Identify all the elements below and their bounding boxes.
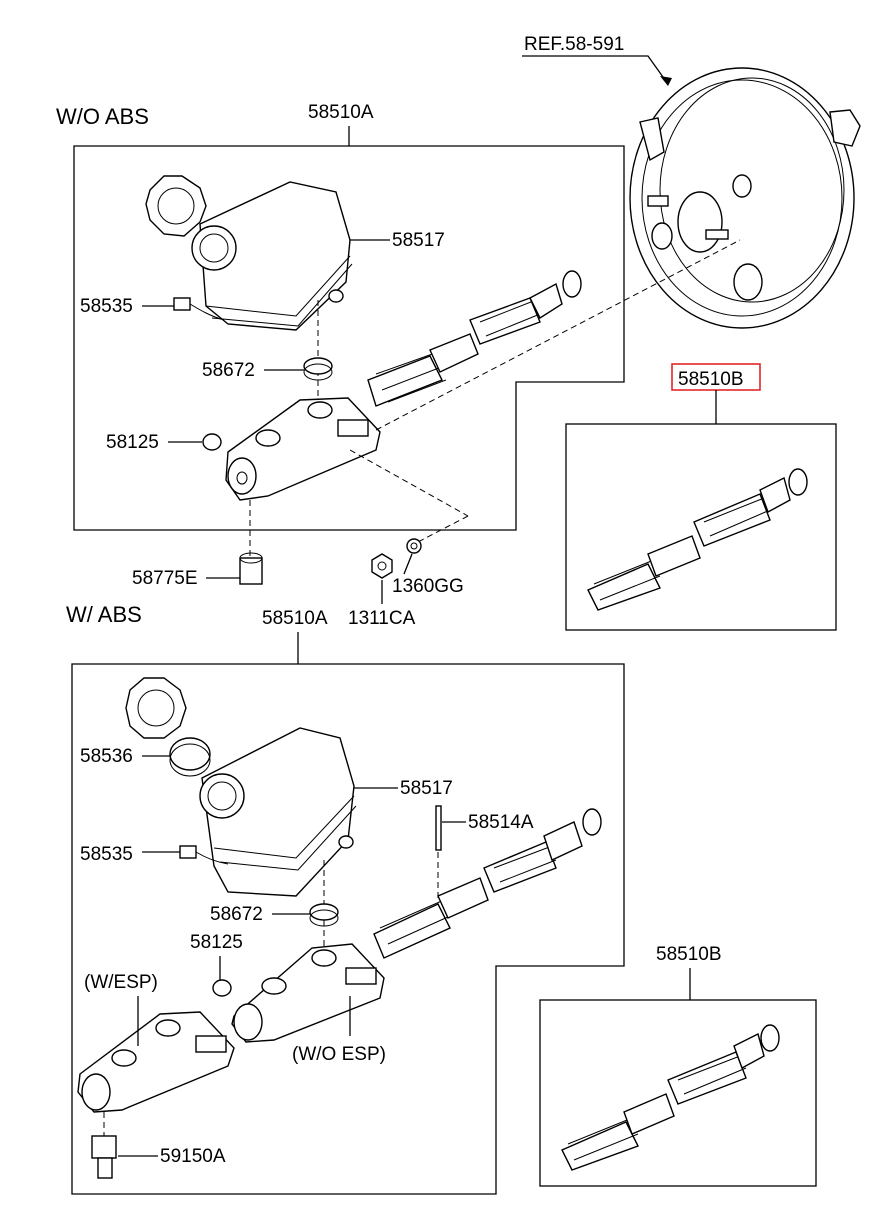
reservoir-bottom[interactable] — [199, 727, 357, 897]
level-sensor-bottom[interactable] — [179, 845, 229, 865]
piston-kit-top[interactable] — [587, 468, 808, 611]
master-cylinder-top[interactable] — [225, 397, 381, 501]
pin[interactable] — [435, 805, 442, 851]
reservoir-top[interactable] — [191, 181, 353, 331]
label-pin[interactable]: 58514A — [468, 812, 534, 833]
label-fitting[interactable]: 58775E — [132, 568, 198, 589]
cap-seal[interactable] — [169, 737, 211, 777]
label-wo-esp[interactable]: (W/O ESP) — [292, 1044, 386, 1065]
label-grommet-top[interactable]: 58672 — [202, 360, 255, 381]
label-nut[interactable]: 1311CA — [348, 608, 416, 629]
assembly-frame-bottom — [71, 663, 625, 1195]
label-sensor-top[interactable]: 58535 — [80, 296, 133, 317]
label-reservoir-top[interactable]: 58517 — [392, 230, 445, 251]
plug-top[interactable] — [202, 433, 222, 451]
label-switch[interactable]: 59150A — [160, 1146, 226, 1167]
kit-frame-bottom — [539, 999, 817, 1187]
label-kit-top[interactable]: 58510B — [678, 369, 744, 390]
label-sensor-bottom[interactable]: 58535 — [80, 844, 133, 865]
piston-assembly-bottom[interactable] — [373, 808, 602, 959]
plug-bottom[interactable] — [212, 979, 232, 997]
reservoir-cap-bottom[interactable] — [125, 677, 187, 739]
label-reservoir-bottom[interactable]: 58517 — [400, 778, 453, 799]
reservoir-cap-top[interactable] — [145, 175, 207, 237]
level-sensor-top[interactable] — [173, 297, 225, 321]
washer[interactable] — [406, 538, 422, 554]
grommet-top[interactable] — [303, 357, 333, 381]
label-plug-bottom[interactable]: 58125 — [190, 932, 243, 953]
label-plug-top[interactable]: 58125 — [106, 432, 159, 453]
piston-assembly-top[interactable] — [367, 270, 582, 407]
piston-kit-bottom[interactable] — [561, 1024, 780, 1171]
master-cylinder-w-esp[interactable] — [77, 1011, 235, 1113]
section-title-wo-abs: W/O ABS — [56, 104, 149, 129]
label-ref[interactable]: REF.58-591 — [524, 34, 624, 55]
label-assembly-top[interactable]: 58510A — [308, 102, 374, 123]
label-cap-seal[interactable]: 58536 — [80, 746, 133, 767]
master-cylinder-wo-esp[interactable] — [231, 943, 385, 1043]
label-kit-bottom[interactable]: 58510B — [656, 944, 722, 965]
section-title-w-abs: W/ ABS — [66, 602, 142, 627]
pressure-switch[interactable] — [91, 1135, 117, 1179]
ref-arrow-icon — [660, 76, 672, 86]
fitting-top[interactable] — [239, 552, 263, 585]
brake-booster[interactable] — [629, 67, 861, 329]
assembly-frame-top — [73, 145, 625, 531]
label-w-esp[interactable]: (W/ESP) — [84, 972, 158, 993]
label-washer[interactable]: 1360GG — [392, 576, 464, 597]
label-grommet-bottom[interactable]: 58672 — [210, 904, 263, 925]
grommet-bottom[interactable] — [309, 903, 339, 927]
kit-frame-top — [565, 423, 837, 631]
nut[interactable] — [371, 553, 393, 579]
label-assembly-bottom[interactable]: 58510A — [262, 608, 328, 629]
